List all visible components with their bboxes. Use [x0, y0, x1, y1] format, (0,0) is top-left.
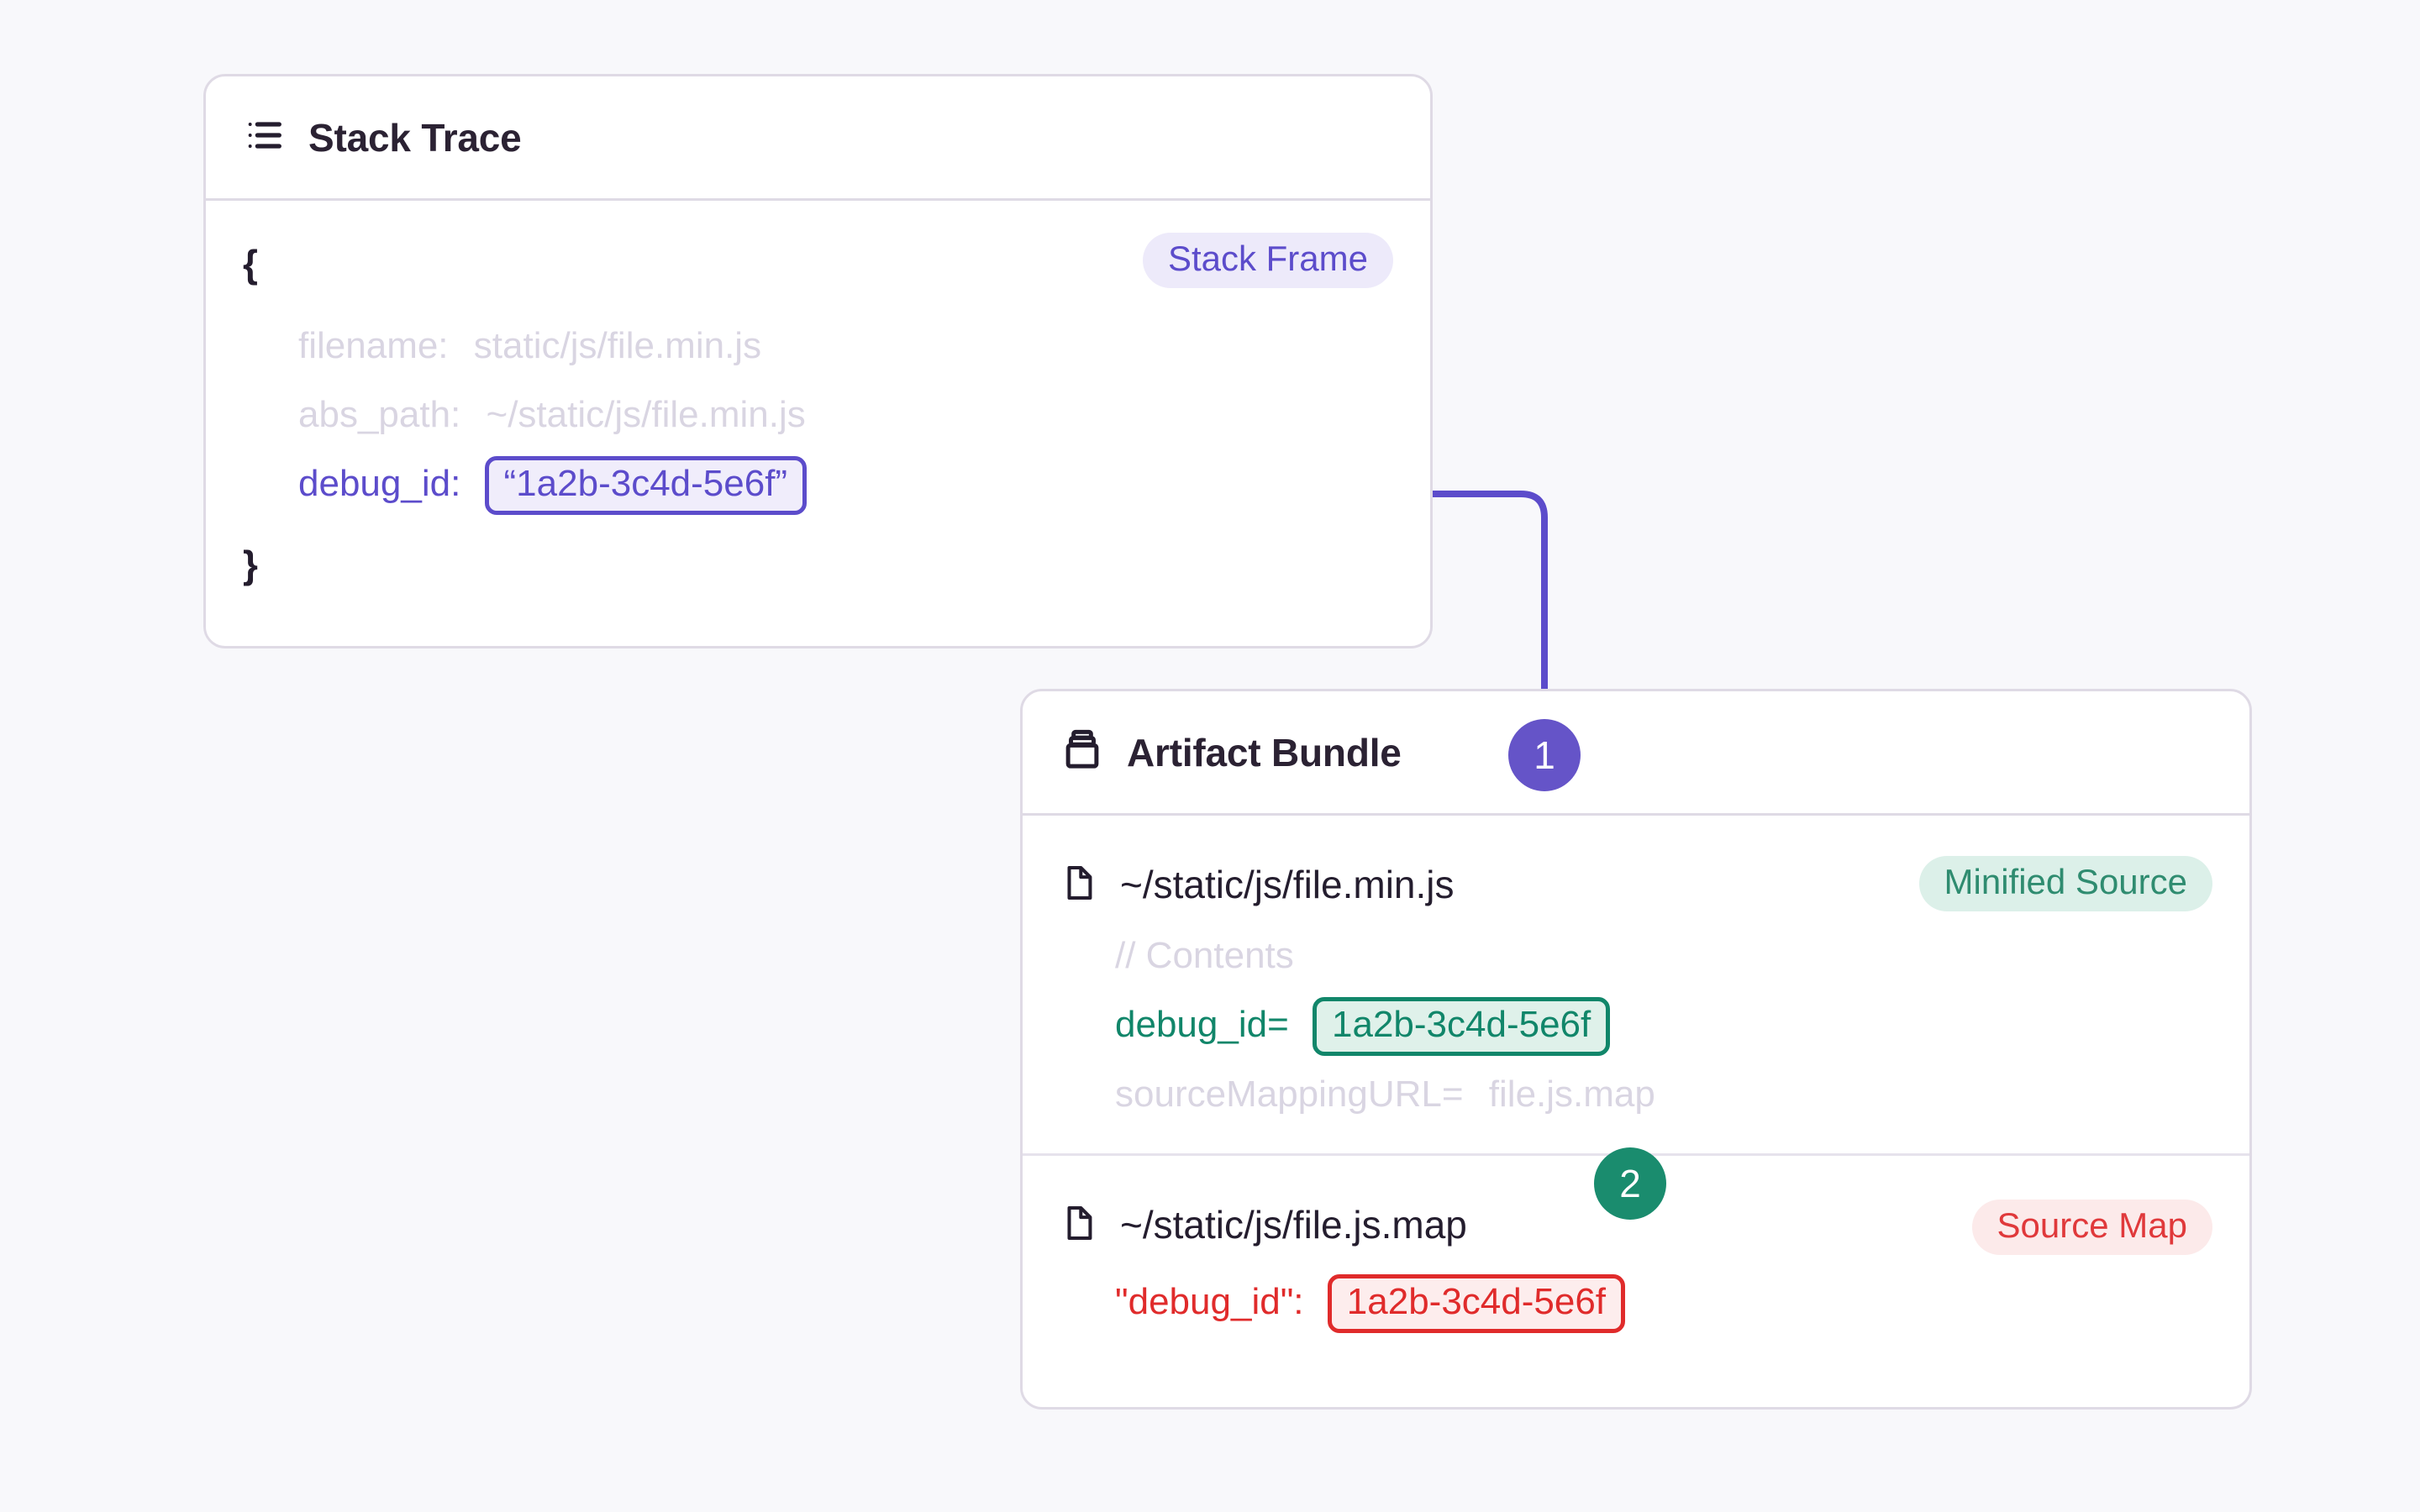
source-map-debug-id-line: "debug_id": 1a2b-3c4d-5e6f [1060, 1263, 2212, 1341]
artifact-bundle-card-header: Artifact Bundle [1023, 691, 2249, 816]
field-abs-path: abs_path: ~/static/js/file.min.js [243, 381, 1393, 449]
field-debug-id-key: debug_id: [298, 463, 461, 504]
source-mapping-url-line: sourceMappingURL= file.js.map [1060, 1061, 2212, 1128]
stack-trace-card: Stack Trace Stack Frame { filename: stat… [203, 74, 1433, 648]
source-map-debug-id-value[interactable]: 1a2b-3c4d-5e6f [1327, 1274, 1626, 1333]
source-mapping-url-value: file.js.map [1488, 1074, 1655, 1115]
minified-debug-id-line: debug_id= 1a2b-3c4d-5e6f [1060, 989, 2212, 1061]
archive-icon [1060, 727, 1105, 777]
open-brace-line: { [243, 229, 1393, 300]
connector-2-badge: 2 [1594, 1147, 1666, 1220]
close-brace: } [243, 543, 258, 586]
stack-frame-badge: Stack Frame [1142, 233, 1393, 288]
open-brace: { [243, 242, 258, 286]
field-filename-key: filename: [298, 325, 449, 366]
artifact-bundle-title: Artifact Bundle [1127, 730, 1402, 774]
close-brace-line: } [243, 530, 1393, 601]
file-icon [1060, 1204, 1098, 1247]
field-abs-path-key: abs_path: [298, 394, 461, 435]
stack-trace-title: Stack Trace [308, 115, 522, 160]
file-icon [1060, 864, 1098, 906]
source-mapping-url-key: sourceMappingURL= [1115, 1074, 1464, 1115]
stack-trace-body: Stack Frame { filename: static/js/file.m… [206, 201, 1430, 634]
field-filename: filename: static/js/file.min.js [243, 312, 1393, 381]
source-map-file-path: ~/static/js/file.js.map [1120, 1203, 1467, 1247]
field-debug-id: debug_id: “1a2b-3c4d-5e6f” [243, 449, 1393, 518]
minified-source-debug-id-value[interactable]: 1a2b-3c4d-5e6f [1313, 997, 1611, 1056]
source-map-debug-id-key: "debug_id": [1115, 1281, 1304, 1322]
connector-1-badge: 1 [1508, 719, 1581, 791]
stack-trace-debug-id-value[interactable]: “1a2b-3c4d-5e6f” [484, 456, 808, 515]
minified-source-file-row: ~/static/js/file.min.js [1060, 846, 2212, 923]
field-filename-value: static/js/file.min.js [473, 325, 762, 366]
minified-source-badge: Minified Source [1918, 856, 2212, 911]
list-icon [243, 113, 287, 161]
source-map-badge: Source Map [1971, 1200, 2212, 1255]
source-map-file-row: ~/static/js/file.js.map [1060, 1186, 2212, 1263]
minified-debug-id-key: debug_id= [1115, 1004, 1289, 1045]
minified-source-file-path: ~/static/js/file.min.js [1120, 863, 1455, 906]
minified-source-section: Minified Source ~/static/js/file.min.js … [1023, 816, 2249, 1153]
minified-contents-comment: // Contents [1060, 923, 2212, 989]
minified-contents-comment-text: // Contents [1115, 935, 1294, 976]
artifact-bundle-card: Artifact Bundle Minified Source ~/static… [1020, 689, 2252, 1410]
source-map-section: Source Map ~/static/js/file.js.map "debu… [1023, 1153, 2249, 1366]
stack-trace-card-header: Stack Trace [206, 76, 1430, 201]
field-abs-path-value: ~/static/js/file.min.js [486, 394, 806, 435]
